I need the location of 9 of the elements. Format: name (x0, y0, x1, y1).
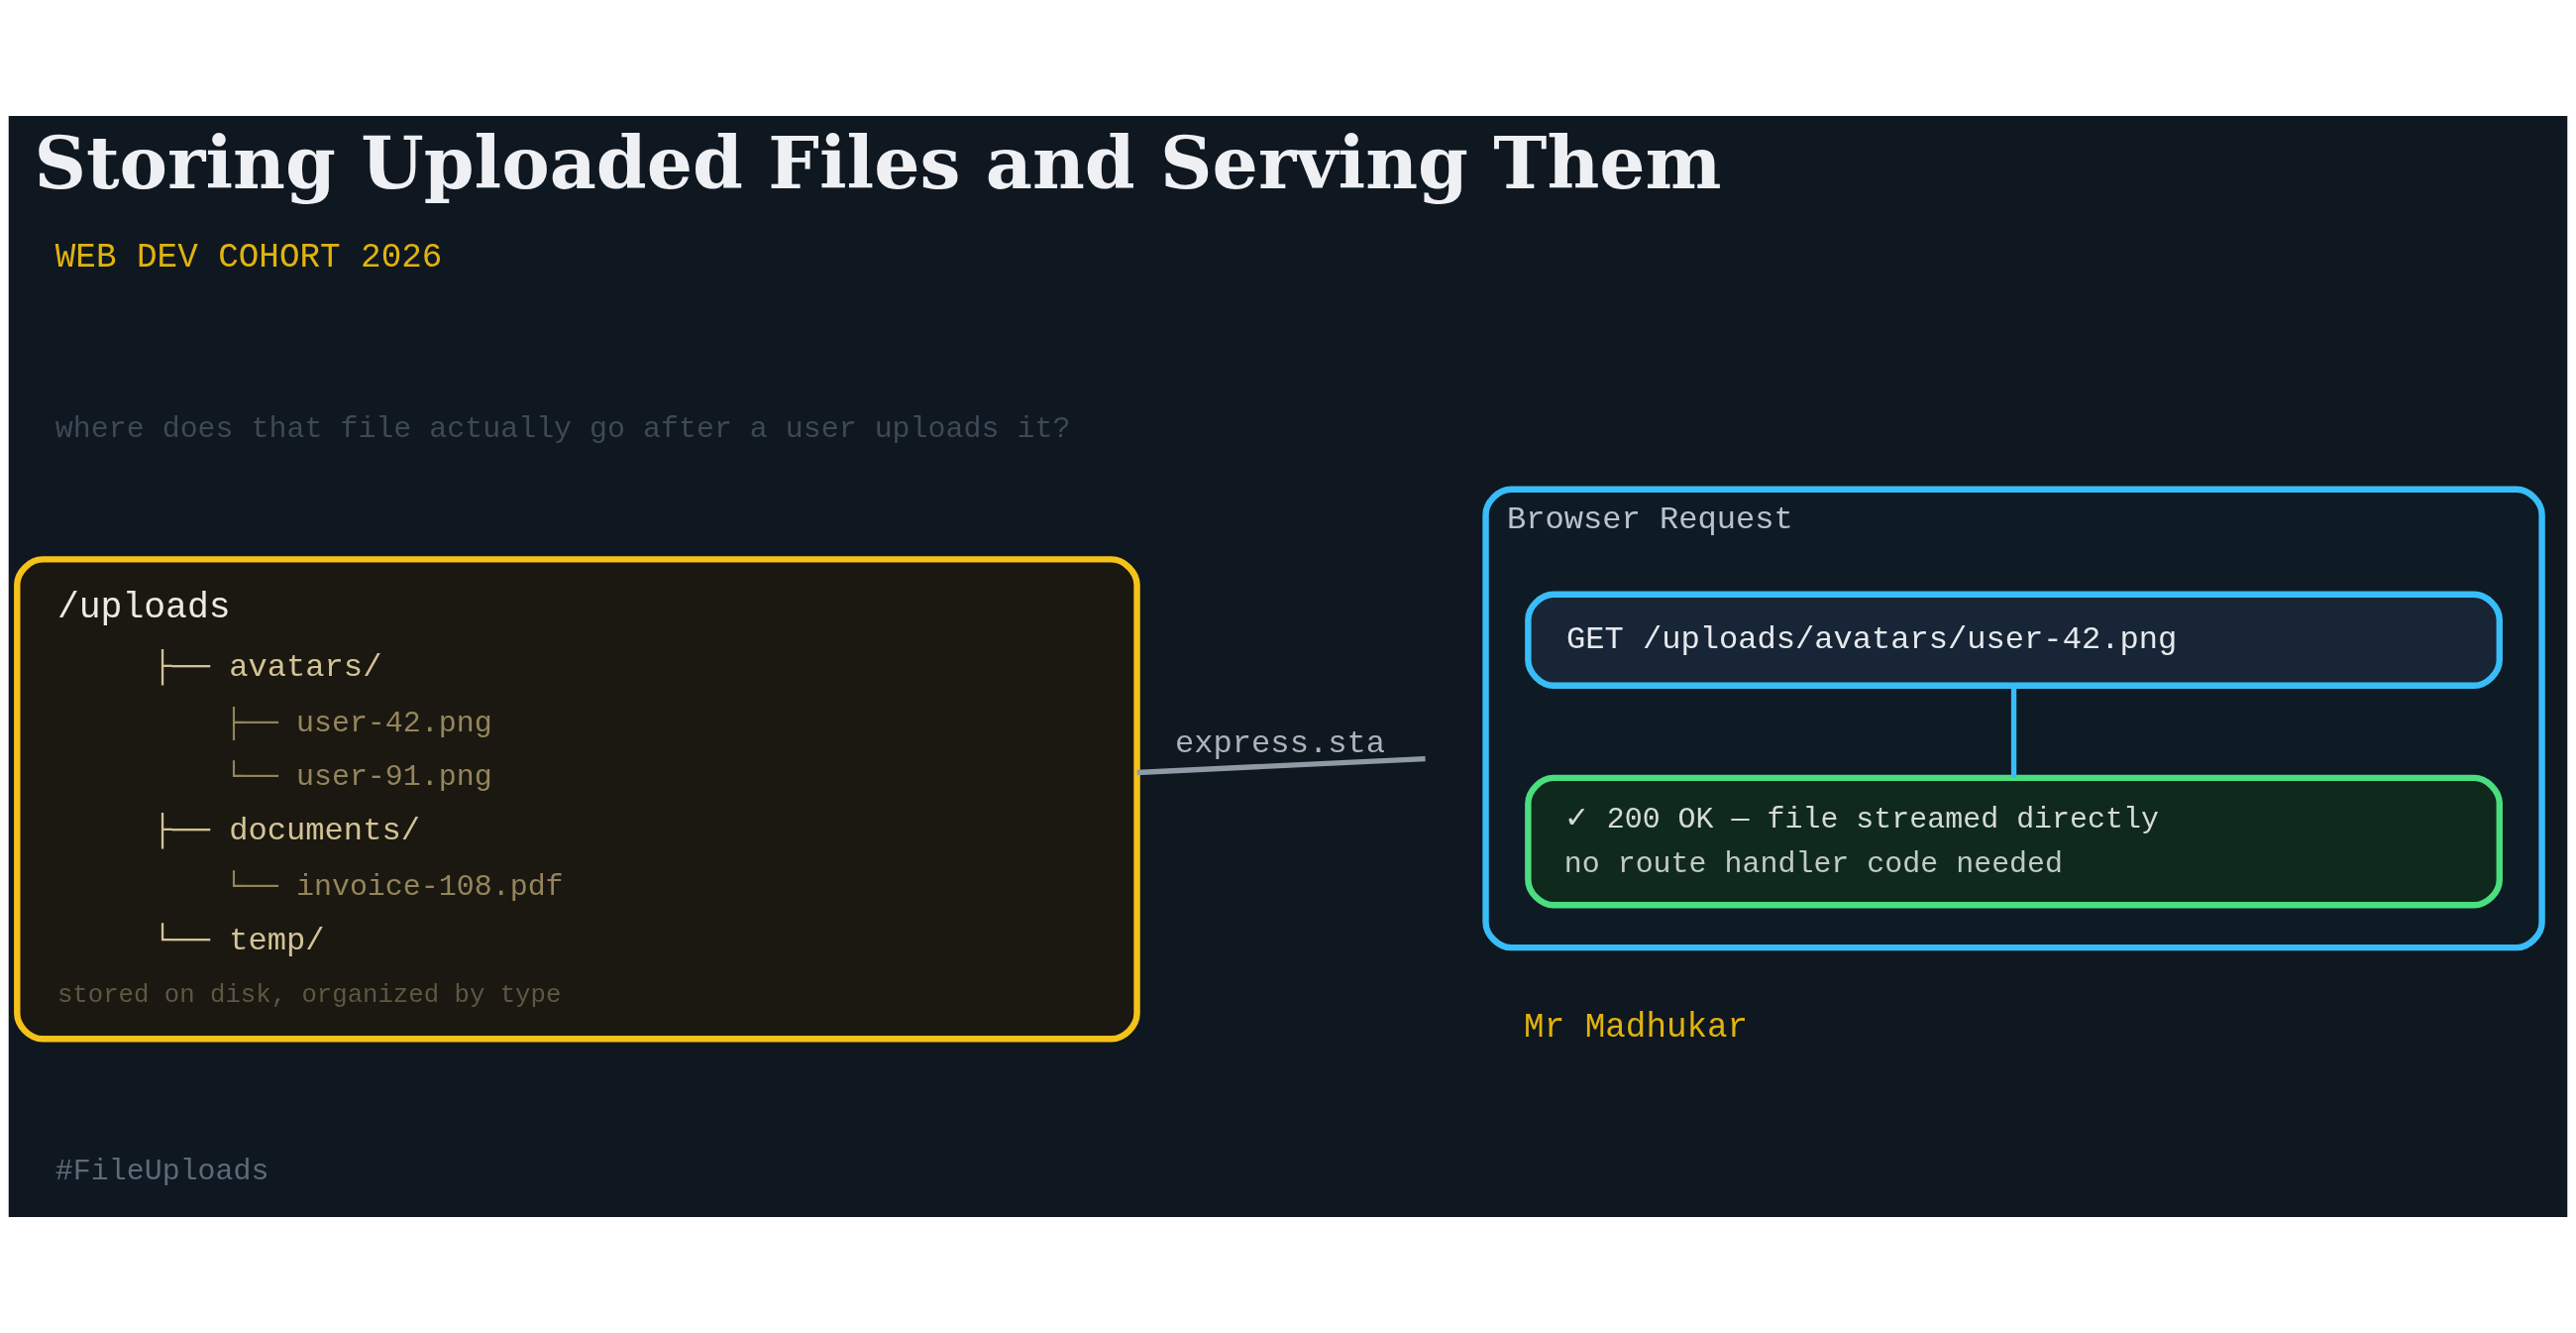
edge-label: express.sta (1175, 725, 1385, 763)
label: #FileUploads (54, 1154, 269, 1188)
connector (1136, 755, 1426, 776)
label: Mr Madhukar (1524, 1007, 1749, 1047)
label: WEB DEV COHORT 2026 (54, 237, 443, 277)
diagram-title: Storing Uploaded Files and Serving Them (34, 121, 1722, 206)
node-box: /uploads ├── avatars/ ├── user-42.png └── user-91.png ├── documents/ └── invoice-108.pdf └── temp/ stored on disk, organized by type (14, 556, 1140, 1043)
node-box: GET /uploads/avatars/user-42.png (1525, 591, 2503, 689)
node-box: ✓ 200 OK — file streamed directly no route handler code needed (1525, 774, 2503, 909)
